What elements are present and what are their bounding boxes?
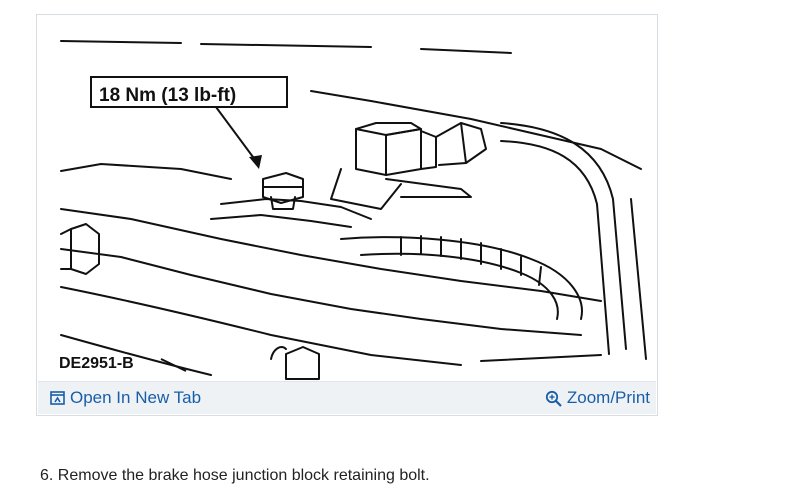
diagram-image[interactable]: 18 Nm (13 lb-ft) DE2951-B — [41, 19, 653, 383]
open-new-tab-label: Open In New Tab — [70, 388, 202, 407]
brake-junction-diagram: 18 Nm (13 lb-ft) DE2951-B — [59, 40, 647, 380]
zoom-print-link[interactable]: Zoom/Print — [545, 382, 650, 414]
open-new-tab-link[interactable]: Open In New Tab — [50, 382, 201, 414]
figure-toolbar: Open In New Tab Zoom/Print — [38, 381, 656, 414]
step-caption: 6. Remove the brake hose junction block … — [40, 467, 430, 484]
zoom-print-label: Zoom/Print — [566, 388, 650, 407]
torque-callout: 18 Nm (13 lb-ft) — [99, 85, 236, 106]
figure-code: DE2951-B — [59, 355, 134, 372]
torque-callout-box — [90, 76, 288, 108]
magnifier-icon — [545, 390, 562, 407]
open-new-tab-icon — [50, 391, 65, 405]
figure-card: 18 Nm (13 lb-ft) DE2951-B Open In New Ta… — [36, 14, 658, 416]
